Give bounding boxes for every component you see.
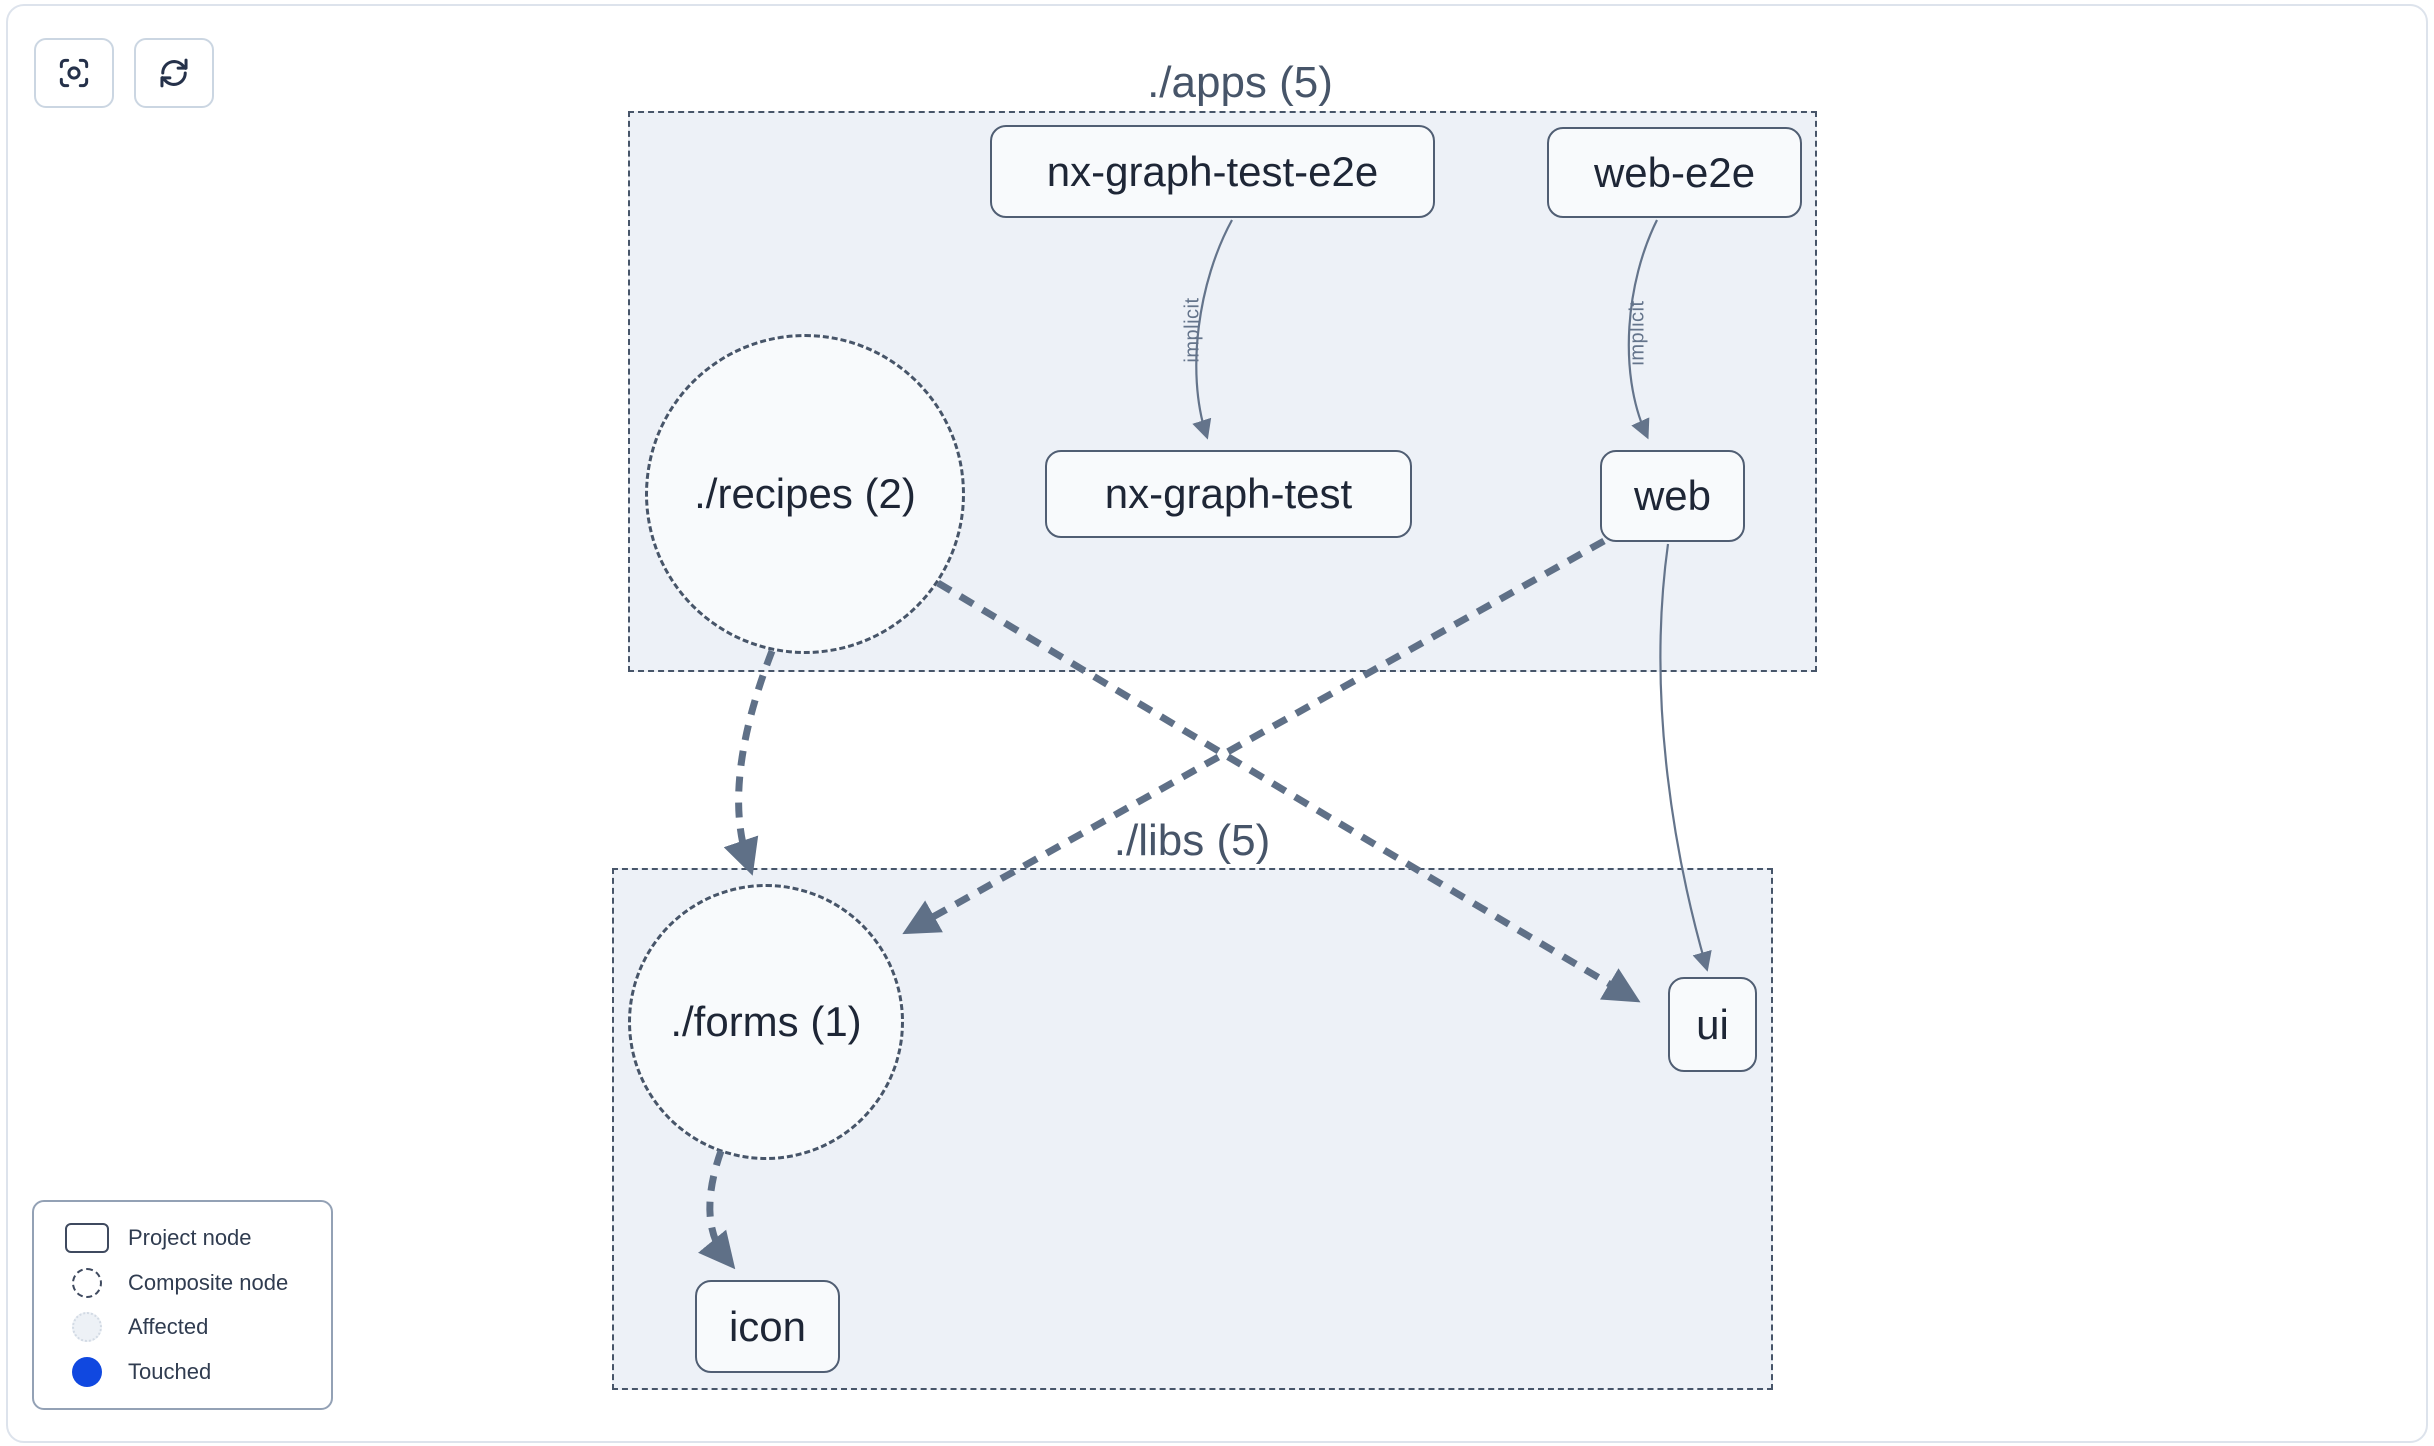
edge-recipes-to-forms[interactable] — [723, 649, 776, 876]
group-apps-label: ./apps (5) — [1147, 58, 1333, 107]
legend: Project node Composite node Affected Tou… — [32, 1200, 333, 1410]
refresh-icon — [160, 58, 188, 88]
legend-item-label: Project node — [128, 1224, 252, 1250]
affected-symbol — [72, 1312, 102, 1343]
legend-item-label: Composite node — [128, 1269, 289, 1295]
legend-item-affected: Affected — [34, 1312, 331, 1343]
edge-recipes-to-ui[interactable] — [936, 579, 1641, 1003]
node-web[interactable]: web — [1600, 450, 1745, 542]
composite-recipes[interactable]: ./recipes (2) — [645, 334, 965, 654]
edge-web-e2e-to-web[interactable] — [1627, 219, 1658, 440]
refresh-button[interactable] — [134, 38, 214, 108]
group-libs-label: ./libs (5) — [1113, 816, 1271, 865]
viewfinder-icon — [59, 58, 89, 88]
node-web-e2e[interactable]: web-e2e — [1547, 127, 1802, 218]
node-ui[interactable]: ui — [1668, 977, 1757, 1072]
composite-node-symbol — [72, 1267, 102, 1298]
legend-item-label: Affected — [128, 1314, 209, 1340]
focus-button[interactable] — [34, 38, 114, 108]
legend-item-composite: Composite node — [34, 1267, 331, 1298]
edge-forms-to-icon[interactable] — [698, 1149, 736, 1270]
edge-web-to-ui[interactable] — [1659, 543, 1712, 972]
edge-web-to-forms[interactable] — [902, 537, 1606, 935]
node-nx-graph-test[interactable]: nx-graph-test — [1045, 450, 1412, 538]
touched-symbol — [72, 1357, 102, 1388]
composite-forms[interactable]: ./forms (1) — [628, 884, 904, 1160]
edge-nx-graph-test-e2e-to-nx-graph-test[interactable] — [1192, 219, 1233, 440]
legend-item-label: Touched — [128, 1359, 212, 1385]
legend-item-project: Project node — [34, 1222, 331, 1253]
node-nx-graph-test-e2e[interactable]: nx-graph-test-e2e — [990, 125, 1435, 218]
node-icon[interactable]: icon — [695, 1280, 840, 1373]
legend-item-touched: Touched — [34, 1357, 331, 1388]
project-node-symbol — [65, 1222, 109, 1253]
